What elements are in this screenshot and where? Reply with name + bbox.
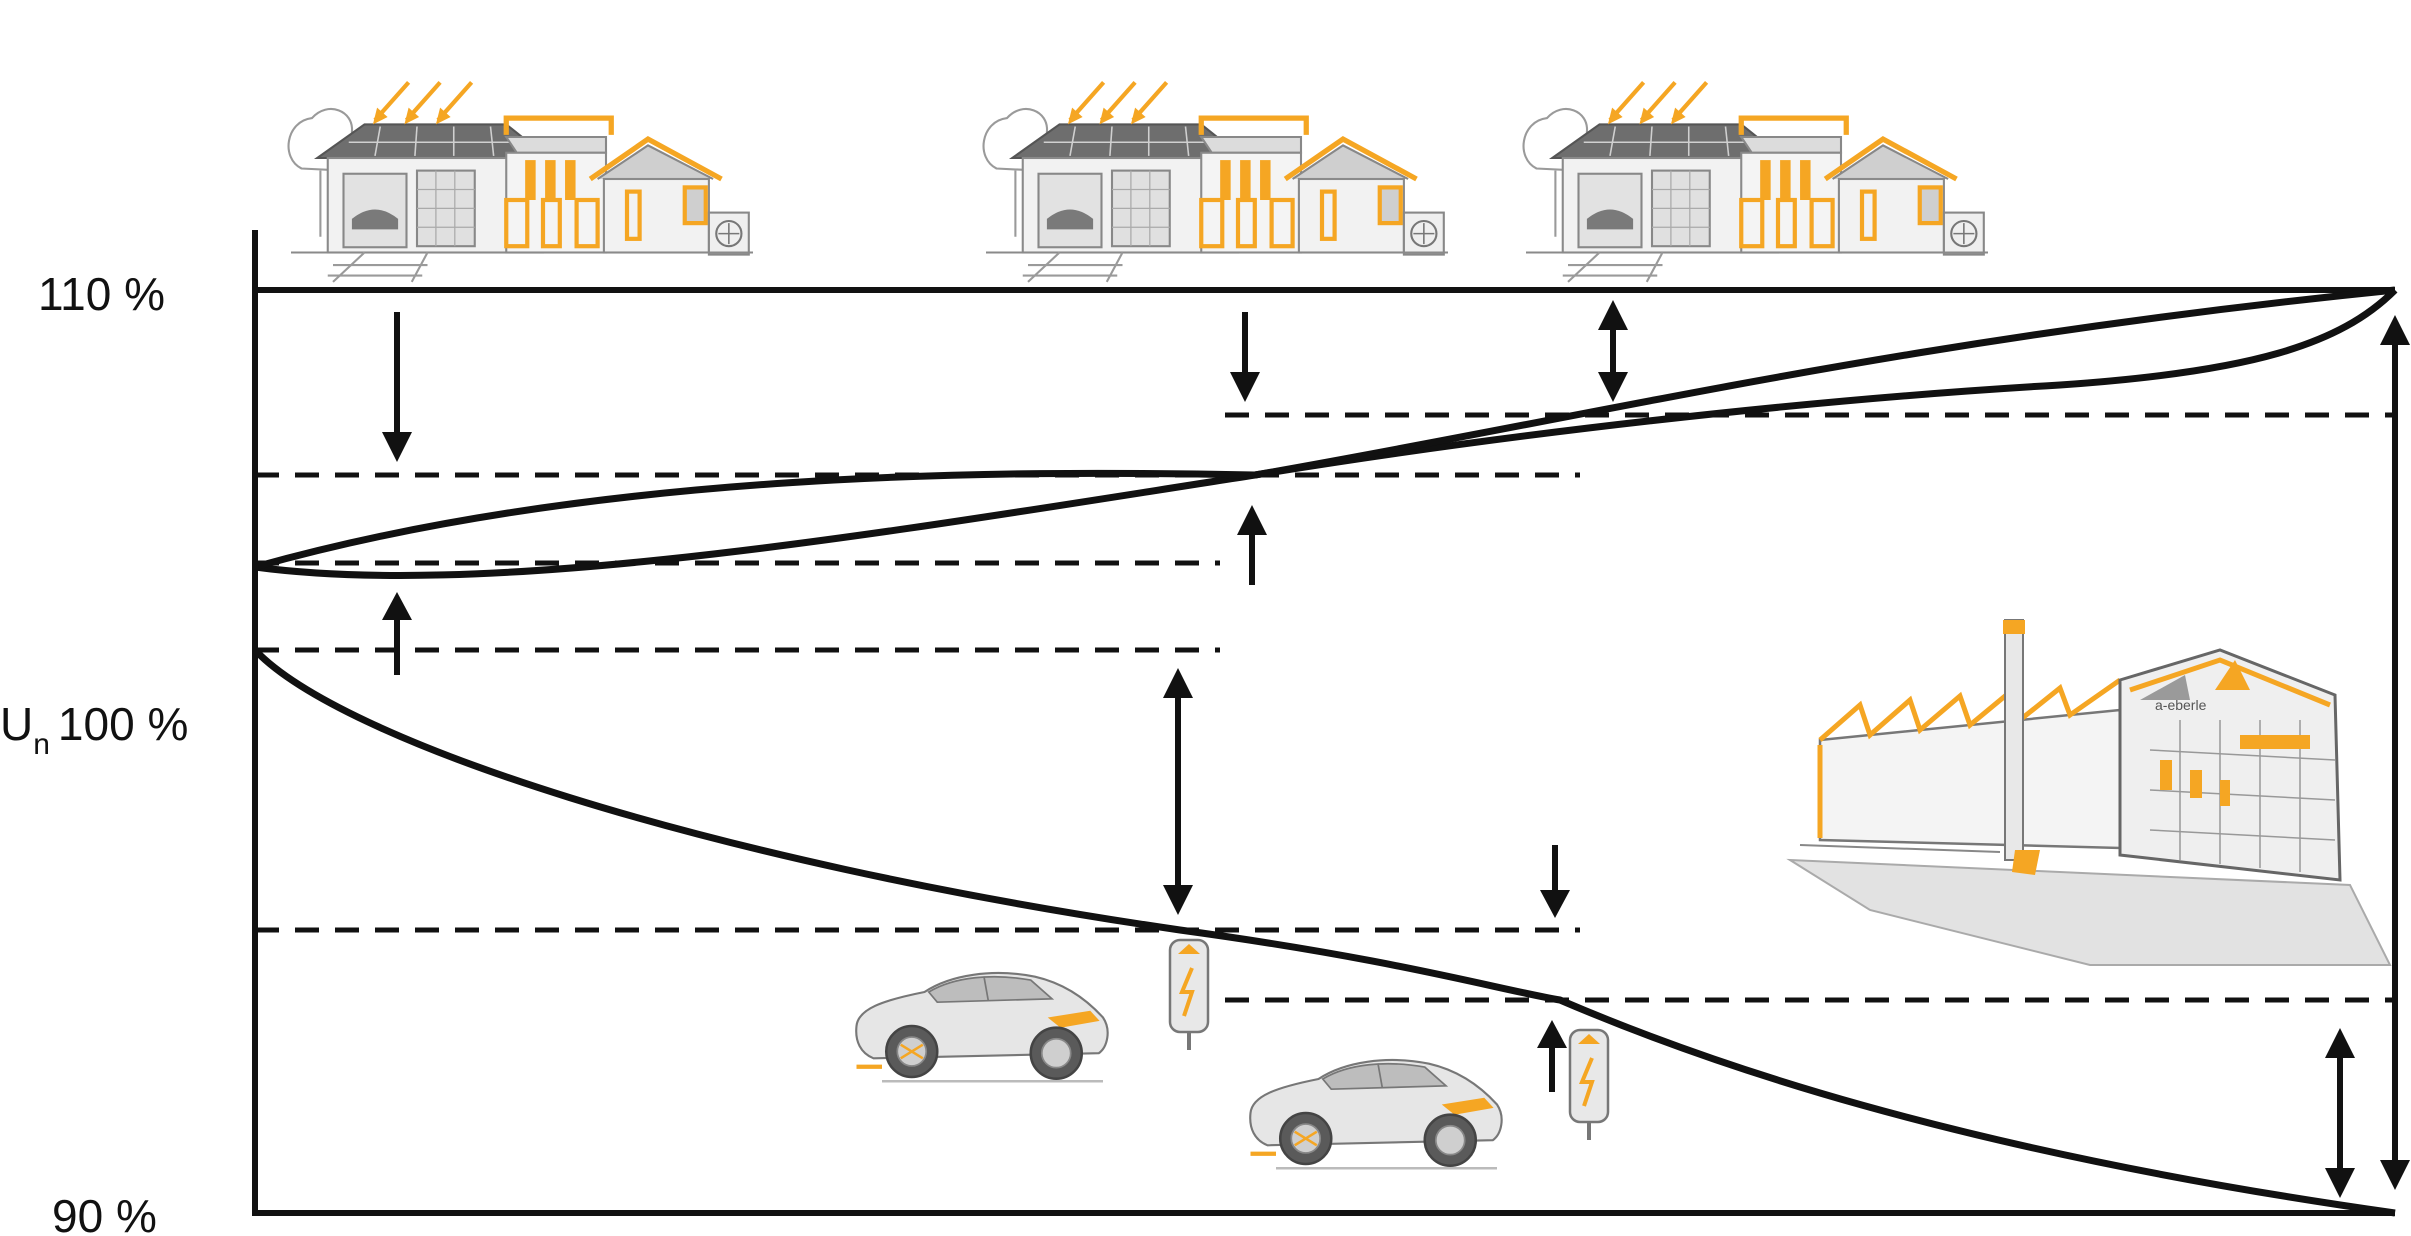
sun-ray-icon xyxy=(1068,82,1167,124)
label-100-unit: U xyxy=(0,698,33,750)
label-100-value: 100 % xyxy=(58,698,188,750)
factory-logo-text: a-eberle xyxy=(2155,697,2207,713)
label-100-subscript: n xyxy=(33,728,50,761)
sun-ray-icon xyxy=(373,82,472,124)
diagram-frame xyxy=(252,230,2395,1216)
solar-house-icon xyxy=(984,82,1448,282)
curve-flat-then-rising xyxy=(254,287,2398,579)
charging-station-icon xyxy=(1168,938,1210,1052)
curve-falling xyxy=(252,647,2396,1217)
label-110: 110 % xyxy=(38,268,165,320)
electric-car-icon xyxy=(1250,1060,1501,1168)
electric-car-icon xyxy=(856,973,1107,1081)
charging-station-icon xyxy=(1568,1028,1610,1142)
curve-rising-plateau xyxy=(254,286,2396,571)
factory-icon: a-eberle xyxy=(1786,619,2392,966)
solar-house-icon xyxy=(1524,82,1988,282)
label-90: 90 % xyxy=(52,1190,157,1236)
sun-ray-icon xyxy=(1608,82,1707,124)
reference-levels xyxy=(255,412,2395,1003)
solar-house-icon xyxy=(289,82,753,282)
arrows xyxy=(382,300,2410,1198)
